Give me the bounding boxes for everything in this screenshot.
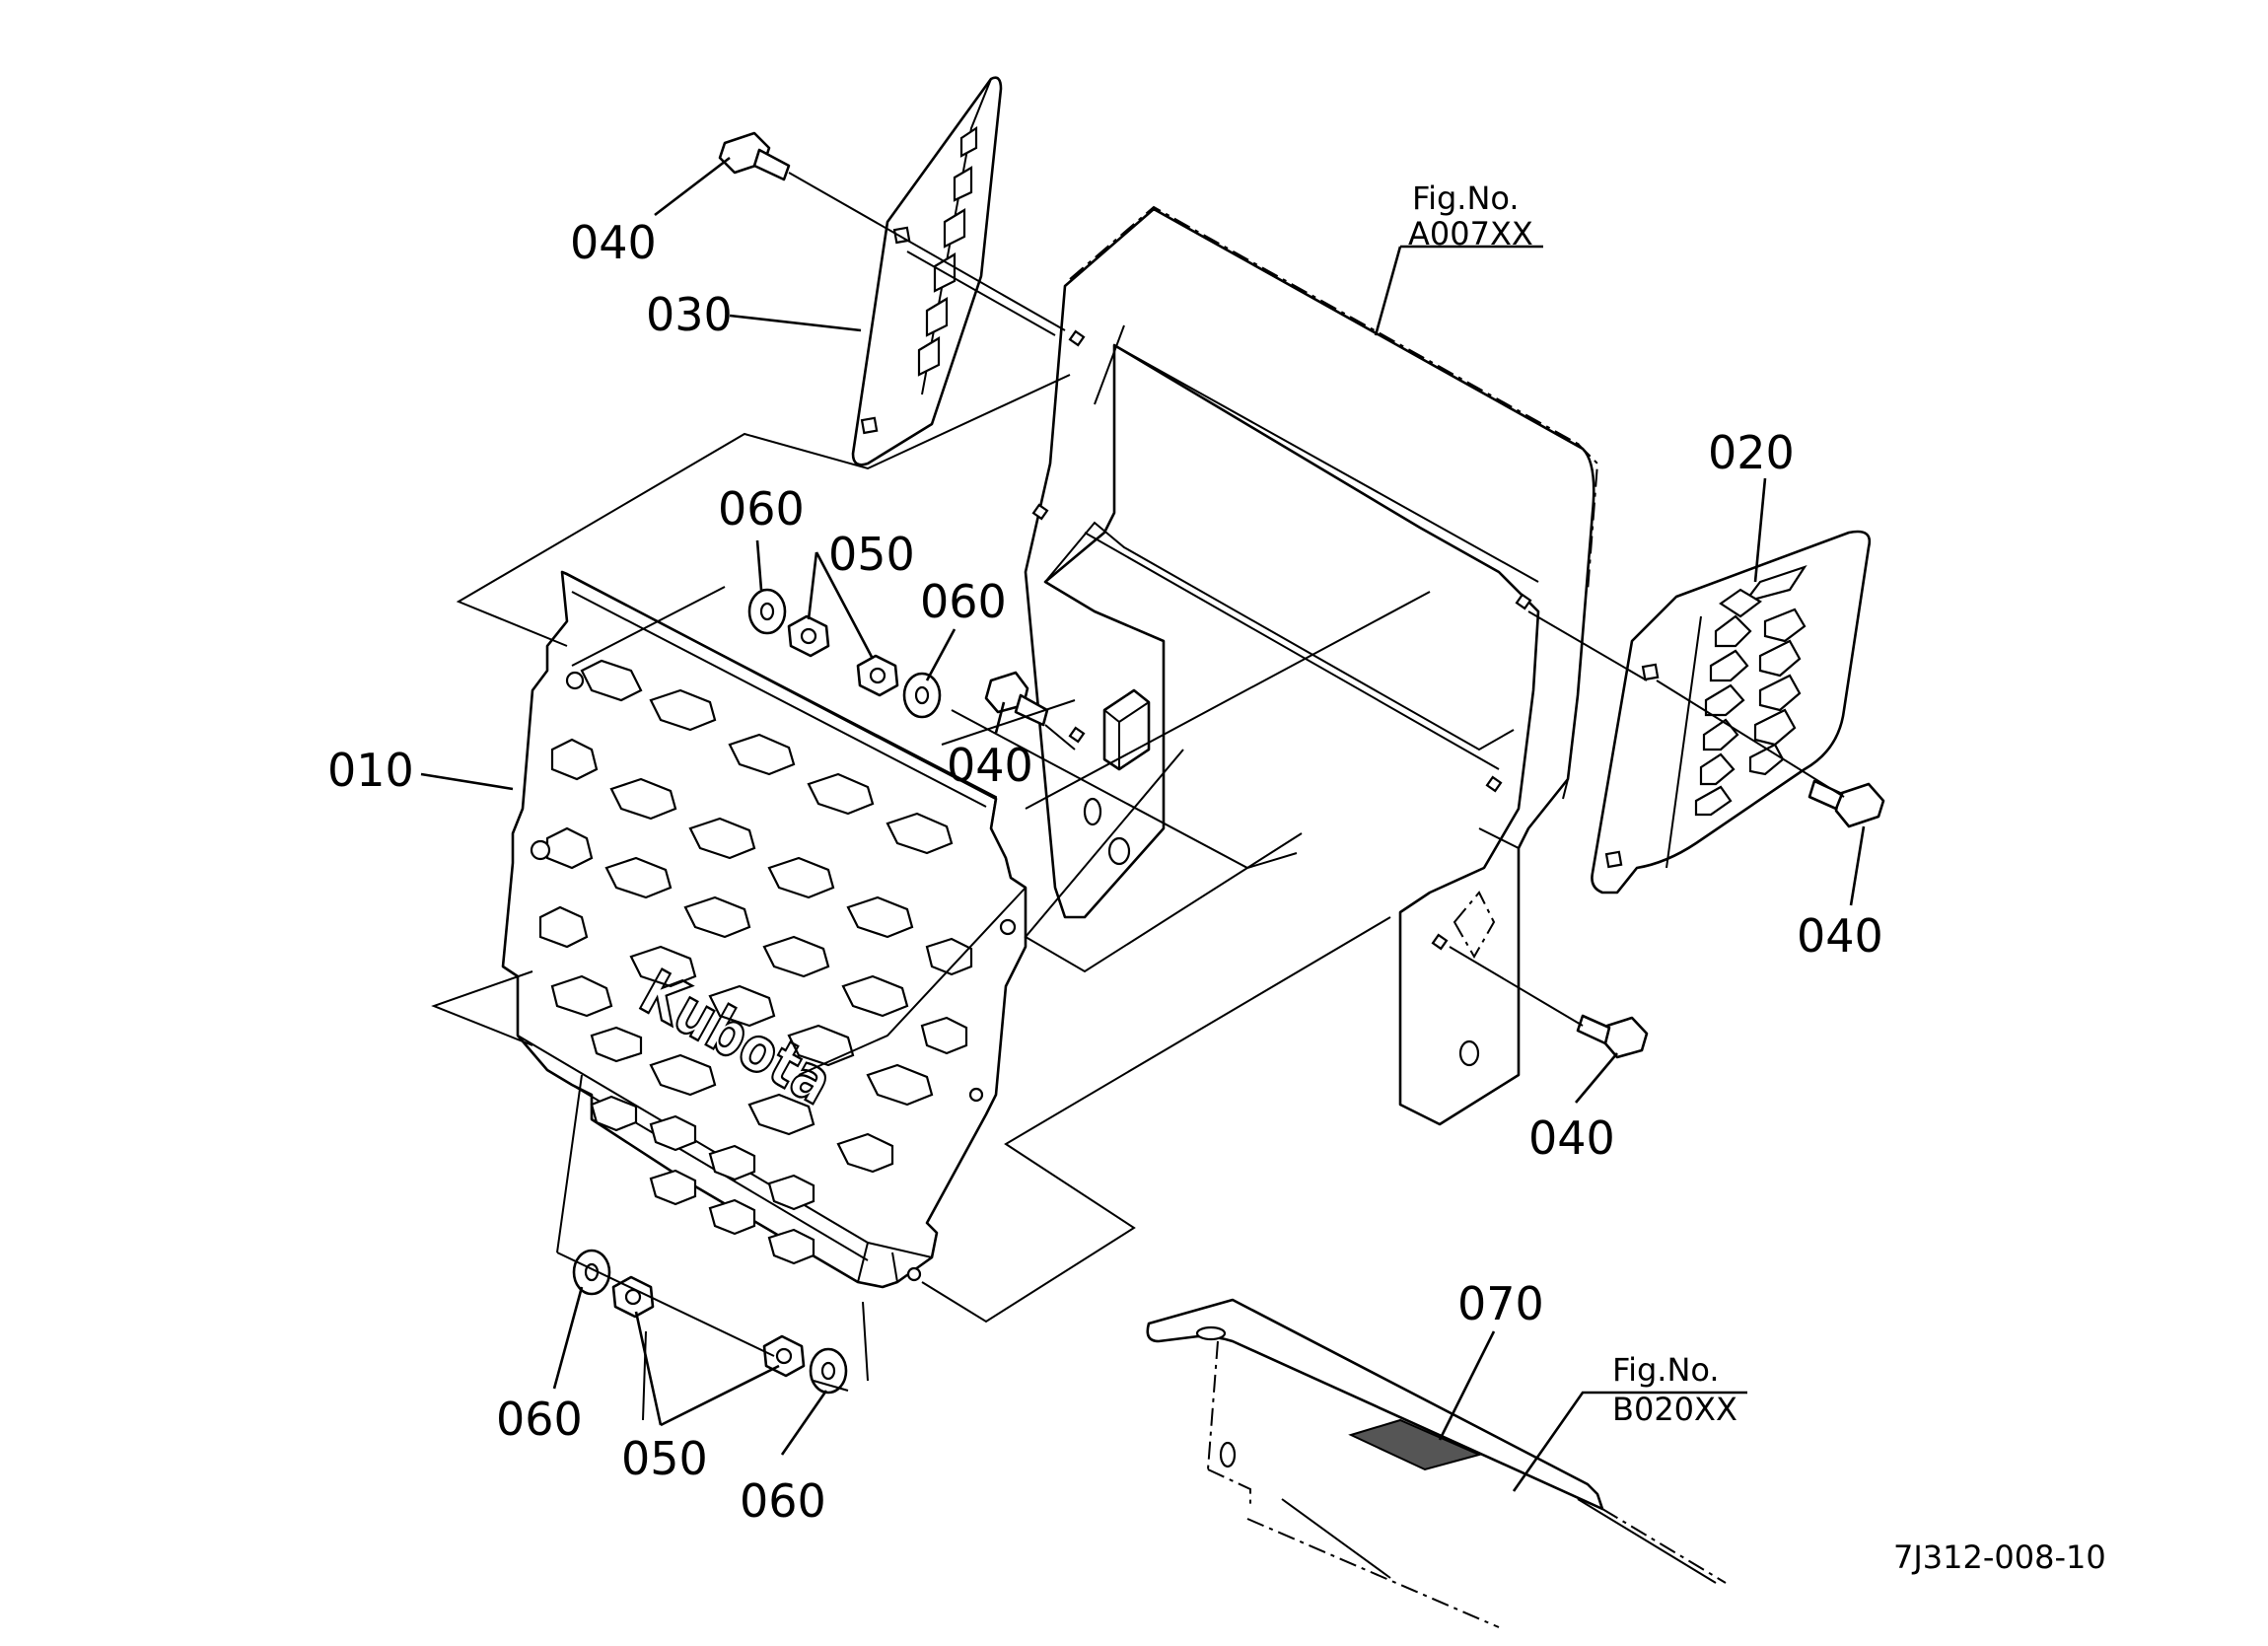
grille-panel-icon: Kubota xyxy=(501,570,1028,1289)
washer-icon xyxy=(902,672,942,719)
washer-icon xyxy=(809,1347,848,1395)
nut-icon xyxy=(762,1334,806,1378)
leader-lines xyxy=(420,156,1866,1492)
callout-060: 060 xyxy=(496,1393,583,1446)
callout-040: 040 xyxy=(570,216,657,269)
nut-icon xyxy=(856,654,899,697)
callout-060: 060 xyxy=(920,575,1007,628)
nut-icon xyxy=(787,614,830,658)
callout-040: 040 xyxy=(1797,909,1883,963)
fig-ref-label: Fig.No. xyxy=(1412,179,1520,217)
bolt-icon xyxy=(984,671,1049,727)
frame-bracket-icon xyxy=(1024,205,1599,1126)
callout-060: 060 xyxy=(718,482,805,536)
nut-icon xyxy=(611,1275,655,1319)
lower-frame xyxy=(1146,1298,1727,1628)
bolt-icon xyxy=(1576,1014,1649,1059)
fig-ref-label: Fig.No. xyxy=(1612,1351,1720,1389)
callout-030: 030 xyxy=(646,288,733,341)
bolt-icon xyxy=(1807,779,1885,828)
bolt-icon xyxy=(718,131,791,181)
callout-040: 040 xyxy=(947,739,1033,792)
grille-hex-holes xyxy=(538,659,973,1265)
fig-ref-number: B020XX xyxy=(1612,1391,1737,1428)
drawing-code: 7J312-008-10 xyxy=(1893,1539,2106,1576)
side-cover-icon xyxy=(1591,530,1872,895)
callout-070: 070 xyxy=(1457,1277,1544,1330)
fig-ref-number: A007XX xyxy=(1408,215,1533,252)
callout-060: 060 xyxy=(740,1474,826,1528)
pad-icon xyxy=(1348,1418,1482,1471)
callout-020: 020 xyxy=(1708,426,1795,479)
washer-icon xyxy=(572,1249,611,1296)
callout-050: 050 xyxy=(621,1432,708,1485)
callout-050: 050 xyxy=(828,528,915,581)
callout-010: 010 xyxy=(327,744,414,797)
assembly-lines xyxy=(431,172,1845,1421)
washer-icon xyxy=(747,588,787,635)
callout-040: 040 xyxy=(1528,1111,1615,1165)
side-cover-icon xyxy=(851,76,1003,466)
